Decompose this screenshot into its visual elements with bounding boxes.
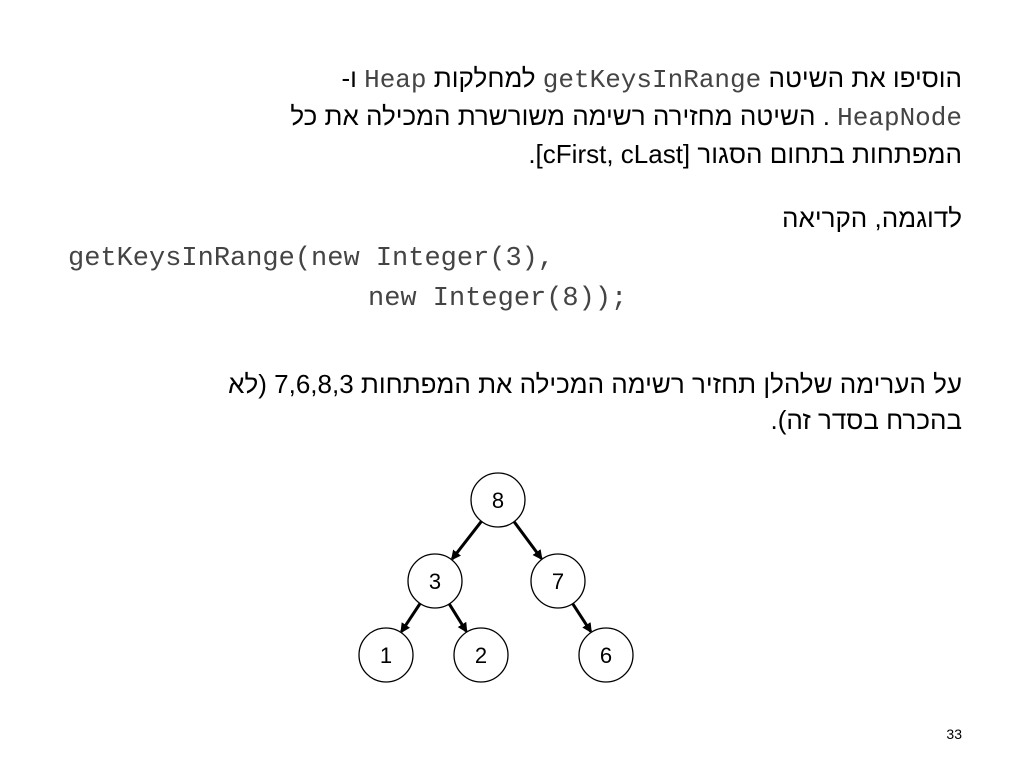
result-line-2: בהכרח בסדר זה). <box>770 405 963 435</box>
method-name-code: getKeysInRange <box>542 65 762 95</box>
tree-node-6 <box>578 627 634 683</box>
intro-line-2: HeapNode . השיטה מחזירה רשימה משורשרת המ… <box>42 98 962 136</box>
tree-node-label-7: 7 <box>552 569 564 594</box>
page-number: 33 <box>946 726 962 742</box>
tree-node-7 <box>530 553 586 609</box>
tree-node-8 <box>470 472 526 528</box>
code-line-1: getKeysInRange(new Integer(3), <box>68 244 555 274</box>
tree-edge-8-3 <box>450 520 483 561</box>
tree-edge-8-7 <box>512 520 543 561</box>
intro-line-1: הוסיפו את השיטה getKeysInRange למחלקות H… <box>42 60 962 98</box>
intro-text-1: הוסיפו את השיטה <box>768 63 962 93</box>
result-line-1: על הערימה שלהלן תחזיר רשימה המכילה את המ… <box>228 369 962 399</box>
code-line-2: new Integer(8)); <box>368 284 628 314</box>
intro-text-2: למחלקות <box>433 63 536 93</box>
tree-node-label-2: 2 <box>475 643 487 668</box>
tree-node-label-8: 8 <box>492 488 504 513</box>
tree-node-label-1: 1 <box>380 643 392 668</box>
tree-node-3 <box>407 553 463 609</box>
paragraph-intro: הוסיפו את השיטה getKeysInRange למחלקות H… <box>42 60 962 172</box>
tree-node-1 <box>358 627 414 683</box>
intro-line-3: המפתחות בתחום הסגור [cFirst, cLast]. <box>528 139 962 169</box>
tree-node-2 <box>453 627 509 683</box>
heap-class-code: Heap <box>364 65 427 95</box>
tree-edge-7-6 <box>571 602 593 634</box>
tree-edge-3-2 <box>447 603 468 633</box>
tree-node-label-6: 6 <box>600 643 612 668</box>
tree-node-label-3: 3 <box>429 569 441 594</box>
example-heading: לדוגמה, הקריאה <box>782 203 962 233</box>
paragraph-result: על הערימה שלהלן תחזיר רשימה המכילה את המ… <box>42 366 962 438</box>
tree-edge-3-1 <box>400 602 422 634</box>
intro-text-3: ו- <box>341 63 357 93</box>
intro-text-4: . השיטה מחזירה רשימה משורשרת המכילה את כ… <box>290 101 830 131</box>
heapnode-class-code: HeapNode <box>837 103 962 133</box>
